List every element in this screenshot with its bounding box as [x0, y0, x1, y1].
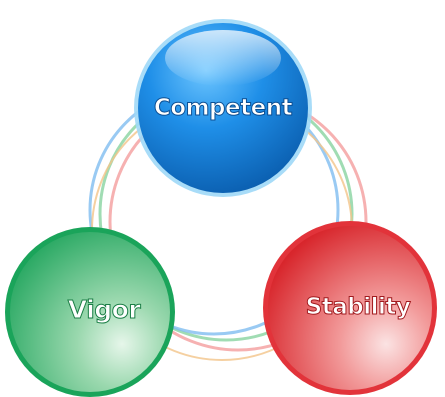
competent-highlight [165, 30, 281, 86]
stability-node: Stability [263, 221, 437, 395]
competent-node: Competent [134, 19, 312, 197]
vigor-label: Vigor [68, 295, 142, 324]
stability-label: Stability [306, 294, 411, 320]
stability-sphere [268, 226, 432, 390]
vigor-node: Vigor [5, 227, 175, 397]
competent-label: Competent [154, 95, 293, 121]
vigor-sphere [10, 232, 170, 392]
